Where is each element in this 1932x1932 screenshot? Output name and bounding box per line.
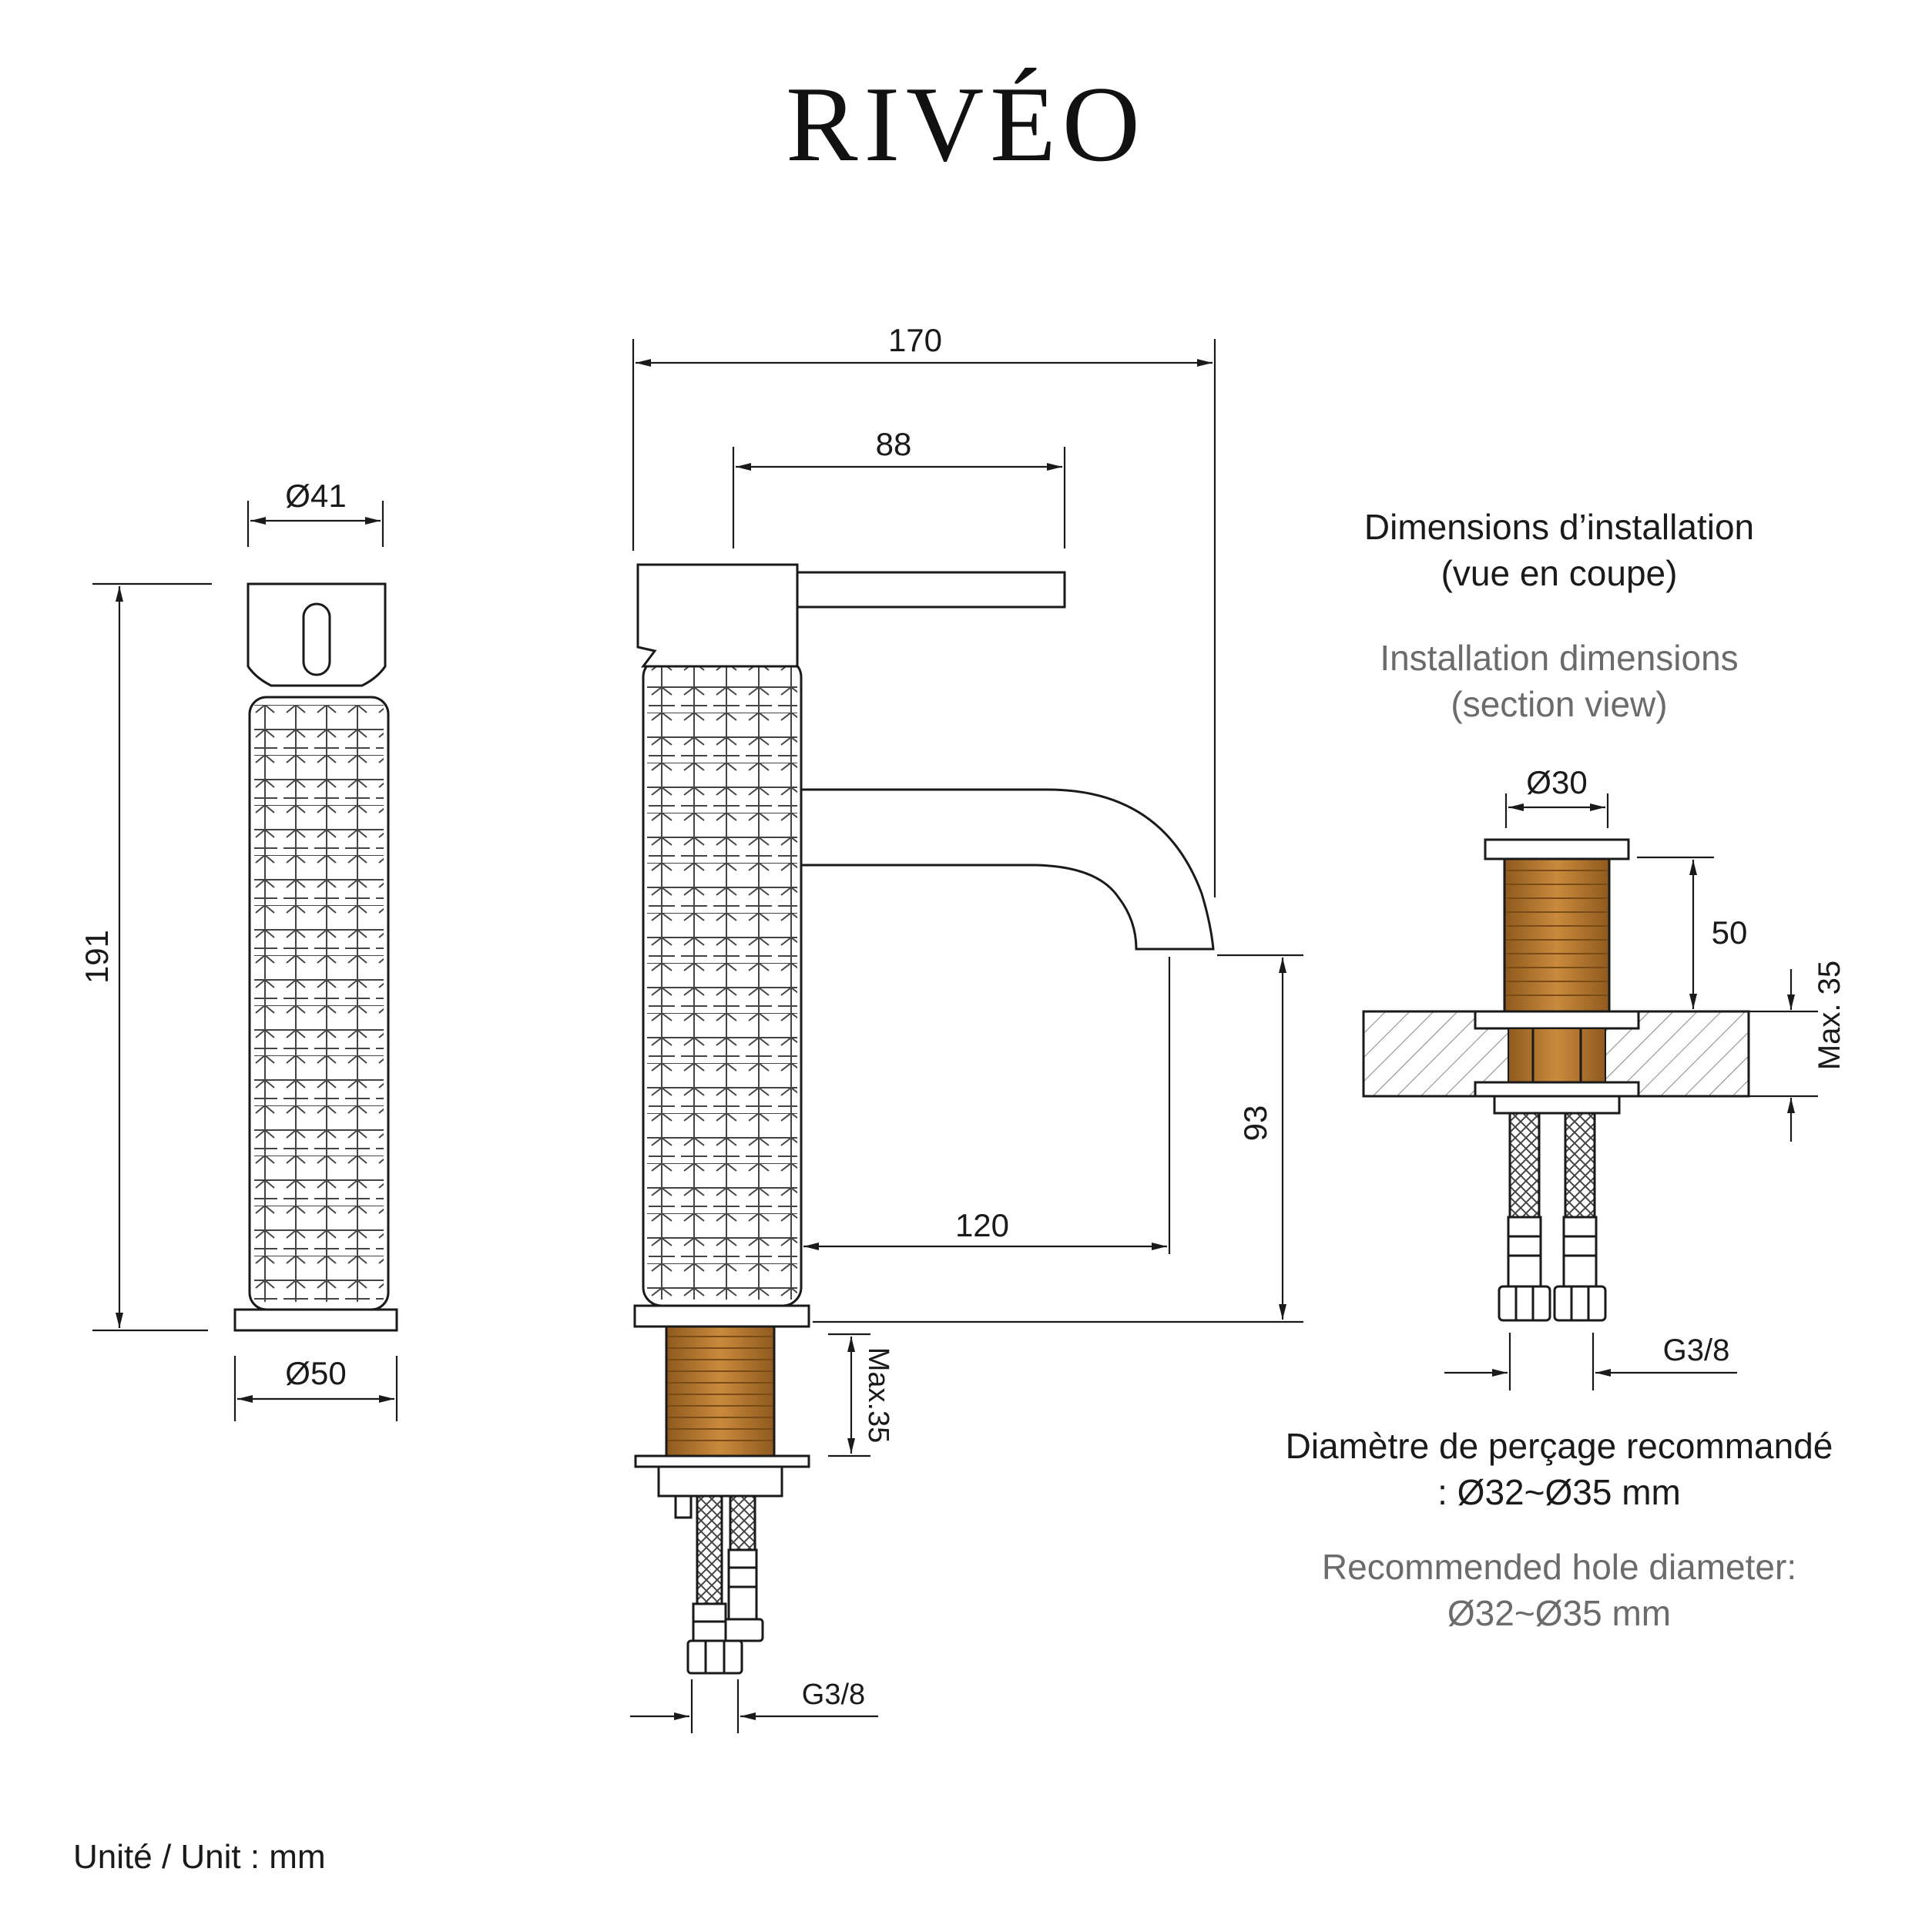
side-base xyxy=(233,1308,398,1332)
front-handle-lever xyxy=(792,571,1066,609)
dim-label-shank-max: Max.35 xyxy=(862,1347,894,1444)
installation-section: Dimensions d’installation (vue en coupe)… xyxy=(1286,507,1846,1633)
install-bottom-nut xyxy=(1493,1095,1621,1115)
dim-label-shank-length-50: 50 xyxy=(1712,914,1748,951)
install-hose-left xyxy=(1508,1112,1541,1219)
hole-note-fr-1: Diamètre de perçage recommandé xyxy=(1286,1426,1833,1466)
dim-label-hose-thread: G3/8 xyxy=(802,1679,865,1711)
front-shank xyxy=(665,1325,776,1457)
dim-label-counter-max: Max. 35 xyxy=(1813,961,1846,1070)
side-cap-slot xyxy=(302,602,331,676)
install-hose-right xyxy=(1564,1112,1596,1219)
install-top-plate xyxy=(1484,838,1630,860)
install-title-en-1: Installation dimensions xyxy=(1380,638,1738,678)
front-shank-thread xyxy=(668,1336,773,1441)
dim-label-height-191: 191 xyxy=(79,930,115,984)
install-hose-nut-right xyxy=(1553,1285,1607,1322)
dim-label-diameter-41: Ø41 xyxy=(285,478,346,514)
front-hose-left xyxy=(696,1494,723,1605)
front-hose-right xyxy=(729,1494,756,1551)
side-view: Ø41 191 Ø50 xyxy=(79,478,398,1421)
front-cap xyxy=(636,563,799,668)
front-base xyxy=(633,1304,810,1328)
dim-label-width-170: 170 xyxy=(888,322,942,358)
front-hose-nut xyxy=(686,1639,743,1675)
hole-note-en-1: Recommended hole diameter: xyxy=(1322,1547,1796,1587)
dim-label-shank-diameter-30: Ø30 xyxy=(1526,764,1587,800)
dim-label-diameter-50: Ø50 xyxy=(285,1355,346,1391)
install-title-en-2: (section view) xyxy=(1451,684,1667,724)
front-mount-plate xyxy=(634,1454,810,1468)
hole-note-fr-2: : Ø32~Ø35 mm xyxy=(1437,1472,1681,1512)
front-spout xyxy=(792,788,1215,951)
hole-note-en-2: Ø32~Ø35 mm xyxy=(1447,1593,1671,1633)
front-mount-nut xyxy=(657,1465,783,1498)
install-hose-nut-left xyxy=(1498,1285,1551,1322)
dim-label-install-hose-thread: G3/8 xyxy=(1663,1333,1730,1367)
dim-label-height-93: 93 xyxy=(1237,1105,1273,1142)
install-title-fr-1: Dimensions d’installation xyxy=(1364,507,1754,547)
brand-logo: RIVÉO xyxy=(786,65,1146,184)
dim-label-handle-88: 88 xyxy=(876,426,912,462)
install-shank xyxy=(1503,857,1611,1013)
unit-note: Unité / Unit : mm xyxy=(73,1838,326,1876)
front-view: 170 88 120 93 Max.35 G3/8 xyxy=(630,322,1303,1733)
dim-label-reach-120: 120 xyxy=(955,1207,1009,1243)
install-title-fr-2: (vue en coupe) xyxy=(1441,553,1678,593)
side-cap xyxy=(247,582,387,687)
